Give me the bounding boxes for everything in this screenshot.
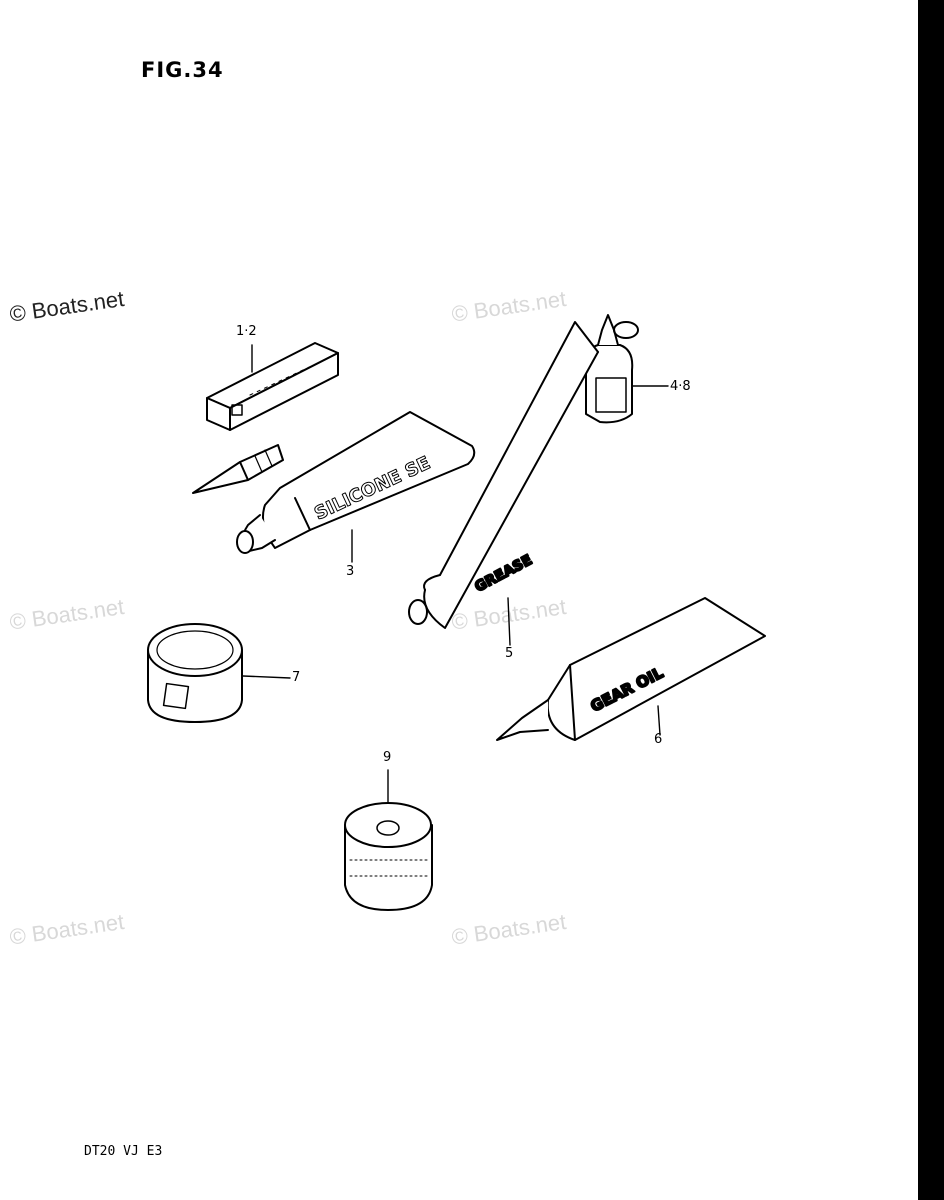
part-grease-tube[interactable] [408, 321, 600, 630]
figure-title: FIG.34 [141, 58, 224, 82]
part-grease-tin[interactable] [147, 623, 243, 723]
callout-4-8: 4·8 [670, 379, 691, 394]
callout-9: 9 [383, 750, 392, 765]
part-small-tin[interactable] [344, 802, 433, 911]
model-code: DT20 VJ E3 [84, 1144, 163, 1159]
part-bar[interactable] [206, 342, 339, 431]
callout-6: 6 [654, 732, 663, 747]
callout-3: 3 [346, 564, 355, 579]
leader-lines [242, 344, 669, 804]
part-pencil[interactable] [192, 444, 284, 494]
part-oil-bottle[interactable] [584, 314, 639, 424]
part-gear-oil-tube[interactable] [496, 597, 766, 741]
callout-5: 5 [505, 646, 514, 661]
callout-7: 7 [292, 670, 301, 685]
scan-edge-border [918, 0, 944, 1200]
part-silicone-tube[interactable] [236, 411, 476, 554]
callout-1-2: 1·2 [236, 324, 257, 339]
